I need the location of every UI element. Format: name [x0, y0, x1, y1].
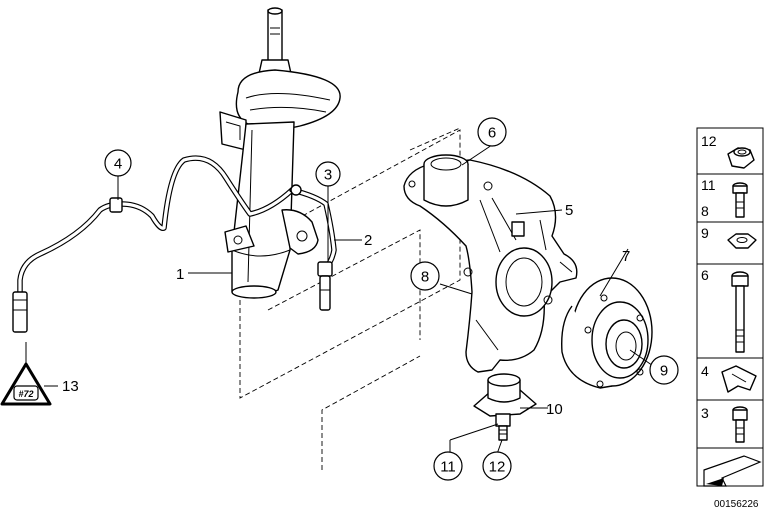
hex-nut-icon: [727, 147, 755, 169]
callout-5: 5: [565, 202, 573, 219]
steering-knuckle[interactable]: [403, 154, 578, 373]
callout-7: 7: [622, 248, 630, 265]
legend-label-6: 6: [701, 267, 709, 283]
wear-sensor-cable[interactable]: [12, 155, 295, 333]
legend-label-12: 12: [701, 133, 717, 149]
callout-1: 1: [176, 266, 184, 283]
svg-text:3: 3: [324, 167, 332, 184]
warning-label-triangle: #72: [0, 362, 52, 406]
legend-label-4: 4: [701, 363, 709, 379]
callout-11: 11: [433, 451, 463, 481]
svg-text:4: 4: [114, 156, 122, 173]
leader-lines: [25, 144, 660, 455]
callout-6: 6: [477, 117, 507, 147]
callout-13: 13: [62, 378, 79, 395]
cable-clip-icon: [721, 365, 757, 393]
assembly-outline-lines: [239, 127, 461, 470]
callout-8: 8: [410, 261, 440, 291]
legend-label-9: 9: [701, 225, 709, 241]
callout-2: 2: [364, 232, 372, 249]
long-bolt-icon: [731, 271, 749, 353]
direction-arrow-icon: [703, 455, 762, 487]
callout-4: 4: [104, 149, 132, 177]
callout-3: 3: [315, 161, 341, 187]
warning-label-text: #72: [18, 389, 33, 399]
legend-label-11: 11: [701, 177, 716, 193]
callout-10: 10: [546, 401, 563, 418]
wheel-hub[interactable]: [561, 277, 653, 389]
wheel-speed-sensor[interactable]: [289, 184, 337, 311]
svg-text:11: 11: [440, 459, 456, 476]
fastener-legend: 12 11 8 9 6: [696, 127, 764, 487]
legend-label-8: 8: [701, 203, 709, 219]
svg-text:6: 6: [488, 125, 496, 142]
short-bolt-icon: [732, 182, 748, 218]
callout-9: 9: [649, 355, 679, 385]
svg-text:12: 12: [489, 459, 506, 476]
svg-text:8: 8: [421, 269, 429, 286]
ball-joint[interactable]: [473, 373, 537, 441]
flange-nut-icon: [727, 233, 757, 249]
strut-assembly[interactable]: [219, 7, 341, 299]
svg-text:9: 9: [660, 363, 668, 380]
callout-12: 12: [482, 451, 512, 481]
callout-labels: 1 2 3 4 5 6 7 8 9 10 11 12: [62, 117, 679, 481]
legend-label-3: 3: [701, 405, 709, 421]
hex-socket-screw-icon: [732, 406, 748, 443]
document-number: 00156226: [714, 499, 759, 510]
